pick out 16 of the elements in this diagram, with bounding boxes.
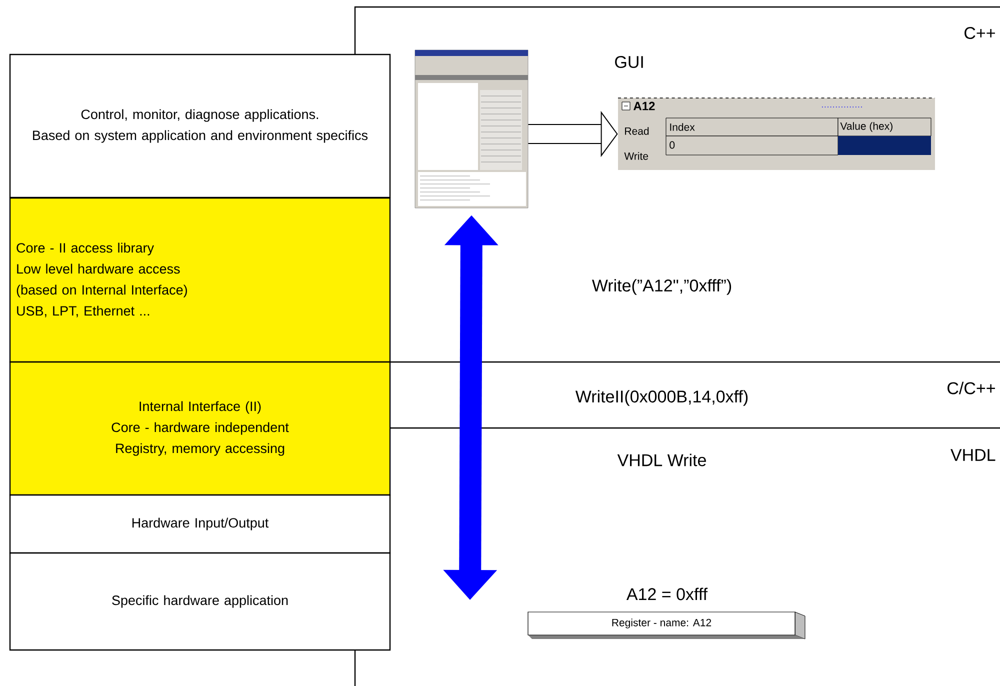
layer-box: Internal Interface (II) Core - hardware independent Registry, memory accessing: [9, 361, 391, 496]
language-label: C/C++: [948, 382, 995, 394]
register-bar: Register - name: A12: [528, 612, 806, 640]
call-label: Write(”A12",”0xfff”): [592, 279, 732, 295]
value-caption: A12 = 0xfff: [626, 588, 708, 600]
call-label: WriteII(0x000B,14,0xff): [575, 390, 748, 406]
call-label: VHDL Write: [617, 454, 706, 466]
language-label: C++: [964, 26, 995, 40]
layer-box: Specific hardware application: [9, 552, 391, 651]
layer-box: Control, monitor, diagnose applications. Based on system application and environment specifics: [9, 54, 391, 198]
screenshot-drawing: [414, 50, 528, 208]
title-label: GUI: [615, 56, 643, 68]
layer-box: Hardware Input/Output: [9, 494, 391, 554]
layer-box: Core - II access library Low level hardware access (based on Internal Interface) USB, LPT, Ethernet ...: [9, 197, 391, 363]
language-label: VHDL: [950, 449, 996, 461]
register-panel: A12 Read Write Index Value (hex) 0: [618, 98, 936, 170]
